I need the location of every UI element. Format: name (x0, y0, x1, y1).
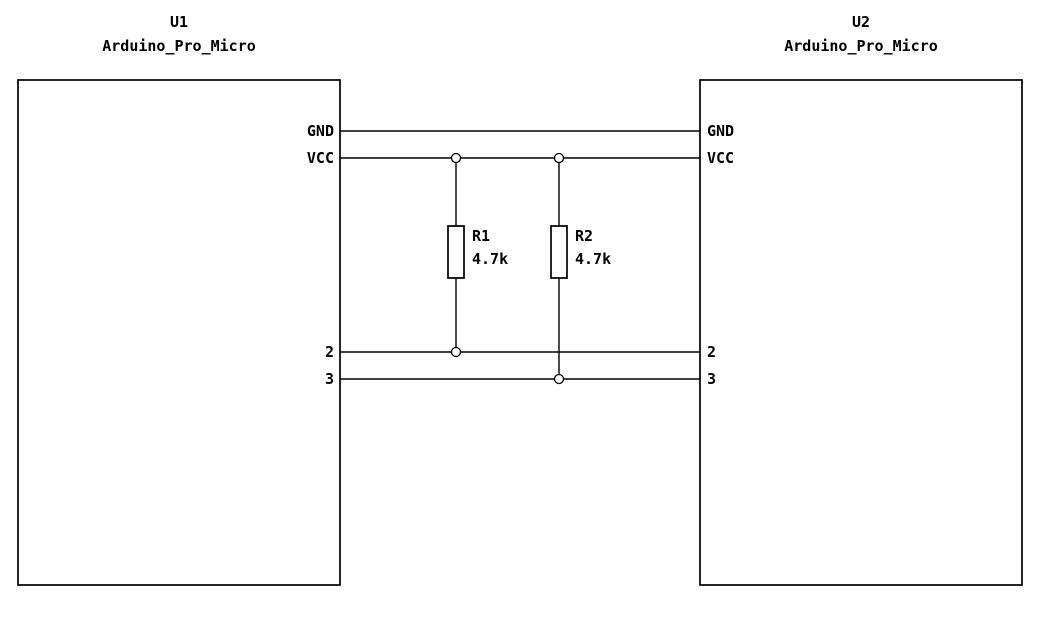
r1-ref-label: R1 (472, 227, 490, 245)
component-r1: R1 4.7k (447, 152, 508, 358)
r2-ref-label: R2 (575, 227, 593, 245)
u2-pin-2-label: 2 (707, 343, 716, 361)
u2-pin-vcc-label: VCC (707, 149, 734, 167)
component-u1: U1 Arduino_Pro_Micro GND VCC 2 3 (17, 13, 341, 586)
u1-pin-gnd-label: GND (307, 122, 334, 140)
junction-r1-vcc (450, 152, 462, 164)
u1-ref-label: U1 (170, 13, 188, 31)
junction-r1-net2 (450, 346, 462, 358)
component-u2: U2 Arduino_Pro_Micro GND VCC 2 3 (699, 13, 1023, 586)
r1-value-label: 4.7k (472, 250, 508, 268)
junction-r2-net3 (553, 373, 565, 385)
u1-value-label: Arduino_Pro_Micro (102, 37, 256, 55)
u2-body (699, 79, 1023, 586)
u1-pin-2-label: 2 (325, 343, 334, 361)
r2-body (550, 225, 568, 279)
r2-value-label: 4.7k (575, 250, 611, 268)
u1-body (17, 79, 341, 586)
u2-pin-3-label: 3 (707, 370, 716, 388)
component-r2: R2 4.7k (550, 152, 611, 385)
u2-pin-gnd-label: GND (707, 122, 734, 140)
u1-pin-3-label: 3 (325, 370, 334, 388)
junction-r2-vcc (553, 152, 565, 164)
u1-pin-vcc-label: VCC (307, 149, 334, 167)
net-wires (340, 130, 700, 380)
u2-value-label: Arduino_Pro_Micro (784, 37, 938, 55)
r1-body (447, 225, 465, 279)
u2-ref-label: U2 (852, 13, 870, 31)
